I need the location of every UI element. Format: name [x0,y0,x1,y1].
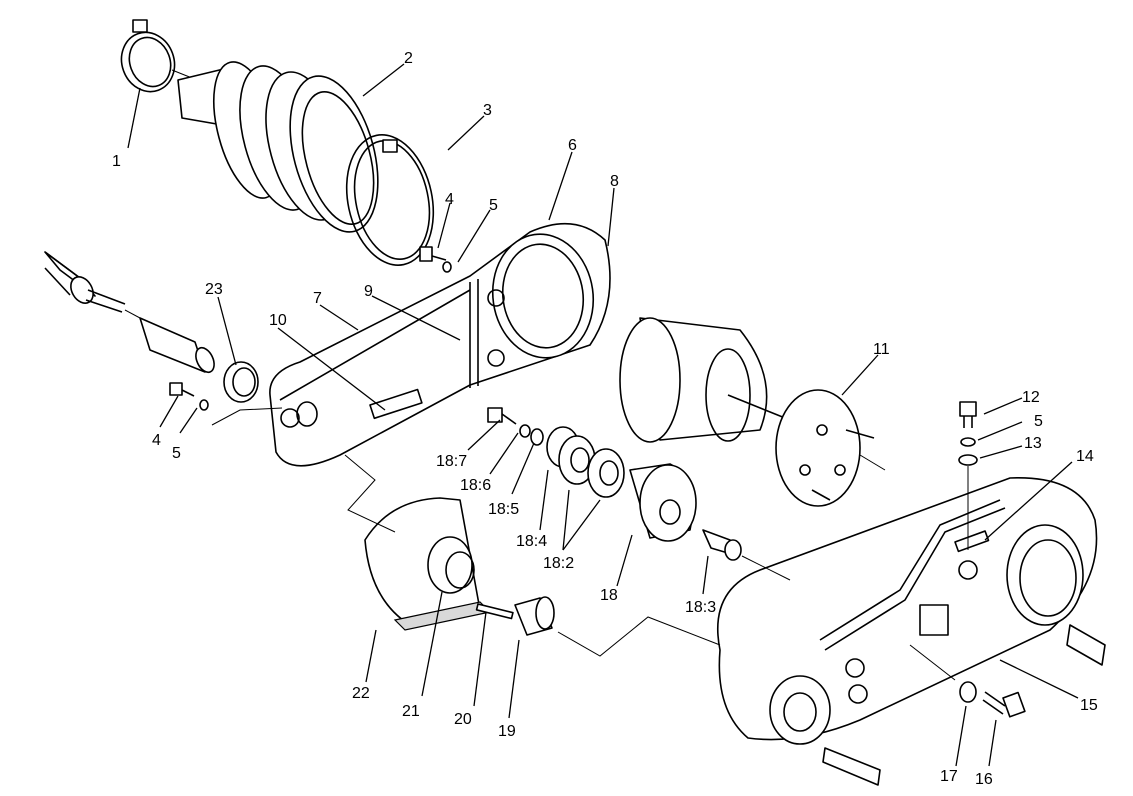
callout-labels: 1 2 3 4 5 6 8 7 9 10 23 4 5 11 12 5 13 1… [112,50,1098,788]
callout-17: 17 [940,768,958,785]
callout-3: 3 [483,102,492,119]
callout-18-2: 18:2 [543,555,574,572]
callout-13: 13 [1024,435,1042,452]
callout-22: 22 [352,685,370,702]
bolt-stack-right [958,401,978,550]
callout-15: 15 [1080,697,1098,714]
gear-housing [716,477,1106,786]
hose-clamp-large [345,134,435,266]
assembly-guide-lines [211,407,956,681]
belt-cover-plate [269,222,611,467]
hose-clamp-small [120,19,193,93]
callout-20: 20 [454,711,472,728]
callout-9: 9 [364,283,373,300]
callout-8: 8 [610,173,619,190]
callout-21: 21 [402,703,420,720]
drive-motor-pulley [619,317,886,507]
callout-4-top: 4 [445,191,454,208]
bolt-left [169,382,209,411]
callout-18-7: 18:7 [436,453,467,470]
bolt-top [419,246,452,273]
callout-18-6: 18:6 [460,477,491,494]
callout-19: 19 [498,723,516,740]
callout-5-left: 5 [172,445,181,462]
tensioner-stack [487,407,742,561]
pulley-assembly [364,497,555,636]
callout-10: 10 [269,312,287,329]
callout-4-left: 4 [152,432,161,449]
callout-12: 12 [1022,389,1040,406]
drive-shaft [44,251,215,374]
callout-18-4: 18:4 [516,533,547,550]
callout-23: 23 [205,281,223,298]
bearing-ring [223,361,259,403]
callout-7: 7 [313,290,322,307]
callout-18: 18 [600,587,618,604]
bolt-stack-lower [959,681,1026,718]
callout-14: 14 [1076,448,1094,465]
callout-1: 1 [112,153,121,170]
callout-2: 2 [404,50,413,67]
callout-18-3: 18:3 [685,599,716,616]
leader-lines [127,63,1079,767]
callout-16: 16 [975,771,993,788]
callout-18-5: 18:5 [488,501,519,518]
callout-6: 6 [568,137,577,154]
callout-5-right: 5 [1034,413,1043,430]
rubber-bellows [177,61,379,233]
callout-11: 11 [873,341,890,358]
callout-5-top: 5 [489,197,498,214]
